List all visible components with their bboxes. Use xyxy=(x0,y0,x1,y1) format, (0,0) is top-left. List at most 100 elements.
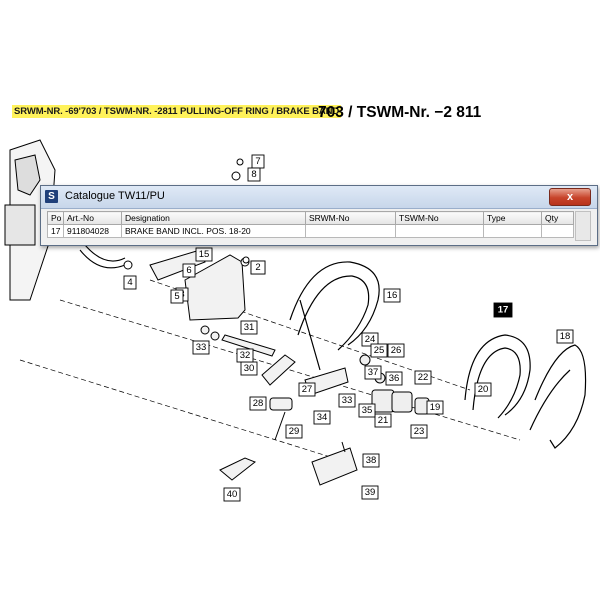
svg-text:35: 35 xyxy=(362,405,373,416)
part-label-selected[interactable]: 17 xyxy=(493,302,513,318)
svg-text:4: 4 xyxy=(127,277,132,288)
part-label[interactable]: 36 xyxy=(385,371,403,386)
part-label[interactable]: 15 xyxy=(195,247,213,262)
part-label[interactable]: 20 xyxy=(474,382,492,397)
svg-text:33: 33 xyxy=(196,342,207,353)
svg-text:24: 24 xyxy=(365,334,376,345)
table-row[interactable]: 17 911804028 BRAKE BAND INCL. POS. 18-20 xyxy=(47,224,574,238)
part-label[interactable]: 29 xyxy=(285,424,303,439)
cell-art-no: 911804028 xyxy=(63,224,122,238)
plate-parts xyxy=(200,325,296,386)
part-number-labels: 1 2 3 4 5 6 7 8 15 16 17 18 19 20 21 22 … xyxy=(123,154,574,502)
part-label[interactable]: 38 xyxy=(362,453,380,468)
part-label[interactable]: 24 xyxy=(361,332,379,347)
svg-text:5: 5 xyxy=(174,291,179,302)
parts-table: Po Art.-No Designation SRWM-No TSWM-No T… xyxy=(47,211,574,238)
catalogue-heading: SRWM-NR. -69'703 / TSWM-NR. -2811 PULLIN… xyxy=(12,105,342,118)
svg-text:25: 25 xyxy=(374,345,385,356)
svg-text:7: 7 xyxy=(255,156,260,167)
svg-text:6: 6 xyxy=(186,265,191,276)
part-label[interactable]: 5 xyxy=(170,289,184,304)
svg-text:27: 27 xyxy=(302,384,313,395)
svg-text:36: 36 xyxy=(389,373,400,384)
part-label[interactable]: 4 xyxy=(123,275,137,290)
svg-text:32: 32 xyxy=(240,350,251,361)
svg-text:18: 18 xyxy=(560,331,571,342)
svg-text:8: 8 xyxy=(251,169,256,180)
svg-text:30: 30 xyxy=(244,363,255,374)
svg-text:17: 17 xyxy=(498,305,509,316)
svg-text:38: 38 xyxy=(366,455,377,466)
part-label[interactable]: 33 xyxy=(338,393,356,408)
cell-tswm-no xyxy=(395,224,484,238)
fastener-parts xyxy=(123,158,250,270)
svg-text:20: 20 xyxy=(478,384,489,395)
band-17-shape xyxy=(464,334,531,419)
part-label[interactable]: 18 xyxy=(556,329,574,344)
part-label[interactable]: 6 xyxy=(182,263,196,278)
part-label[interactable]: 16 xyxy=(383,288,401,303)
svg-text:28: 28 xyxy=(253,398,264,409)
part-label[interactable]: 30 xyxy=(240,361,258,376)
part-label[interactable]: 23 xyxy=(410,424,428,439)
svg-text:22: 22 xyxy=(418,372,429,383)
part-label[interactable]: 26 xyxy=(387,343,405,358)
part-label[interactable]: 37 xyxy=(364,365,382,380)
table-header-row: Po Art.-No Designation SRWM-No TSWM-No T… xyxy=(47,211,574,225)
vertical-scrollbar[interactable] xyxy=(575,211,591,241)
catalogue-dialog[interactable]: S Catalogue TW11/PU x Po Art.-No Designa… xyxy=(40,185,598,246)
dialog-titlebar[interactable]: S Catalogue TW11/PU x xyxy=(41,186,597,209)
column-header-tswm-no[interactable]: TSWM-No xyxy=(395,211,484,225)
part-label[interactable]: 40 xyxy=(223,487,241,502)
column-header-designation[interactable]: Designation xyxy=(121,211,306,225)
svg-text:15: 15 xyxy=(199,249,210,260)
svg-text:19: 19 xyxy=(430,402,441,413)
column-header-art-no[interactable]: Art.-No xyxy=(63,211,122,225)
lever-arm-shape xyxy=(149,249,250,321)
cell-srwm-no xyxy=(305,224,396,238)
part-label[interactable]: 27 xyxy=(298,382,316,397)
svg-text:40: 40 xyxy=(227,489,238,500)
part-label[interactable]: 35 xyxy=(358,403,376,418)
svg-text:39: 39 xyxy=(365,487,376,498)
part-label[interactable]: 19 xyxy=(426,400,444,415)
close-button[interactable]: x xyxy=(549,188,591,206)
svg-text:29: 29 xyxy=(289,426,300,437)
column-header-po[interactable]: Po xyxy=(47,211,64,225)
band-18-shape xyxy=(529,344,587,449)
column-header-type[interactable]: Type xyxy=(483,211,542,225)
part-label[interactable]: 34 xyxy=(313,410,331,425)
svg-text:16: 16 xyxy=(387,290,398,301)
part-label[interactable]: 28 xyxy=(249,396,267,411)
part-label[interactable]: 25 xyxy=(370,343,388,358)
catalogue-heading-large: 703 / TSWM-Nr. −2 811 xyxy=(318,104,482,121)
drum-shape xyxy=(79,244,126,269)
linkage-parts xyxy=(269,367,349,441)
cell-designation: BRAKE BAND INCL. POS. 18-20 xyxy=(121,224,306,238)
column-header-qty[interactable]: Qty xyxy=(541,211,574,225)
part-label[interactable]: 33 xyxy=(192,340,210,355)
part-label[interactable]: 2 xyxy=(250,260,266,275)
part-label[interactable]: 31 xyxy=(240,320,258,335)
svg-text:34: 34 xyxy=(317,412,328,423)
app-icon: S xyxy=(45,190,58,203)
part-label[interactable]: 32 xyxy=(236,348,254,363)
cell-type xyxy=(483,224,542,238)
housing-shape xyxy=(4,139,56,301)
cell-po: 17 xyxy=(47,224,64,238)
svg-text:23: 23 xyxy=(414,426,425,437)
band-16-shape xyxy=(289,261,380,371)
part-label[interactable]: 8 xyxy=(247,167,261,182)
svg-text:37: 37 xyxy=(368,367,379,378)
svg-text:33: 33 xyxy=(342,395,353,406)
svg-text:2: 2 xyxy=(255,262,260,273)
part-label[interactable]: 22 xyxy=(414,370,432,385)
part-label[interactable]: 39 xyxy=(361,485,379,500)
dialog-title: Catalogue TW11/PU xyxy=(65,190,165,202)
part-label[interactable]: 21 xyxy=(374,413,392,428)
svg-text:21: 21 xyxy=(378,415,389,426)
column-header-srwm-no[interactable]: SRWM-No xyxy=(305,211,396,225)
part-label[interactable]: 7 xyxy=(251,154,265,169)
